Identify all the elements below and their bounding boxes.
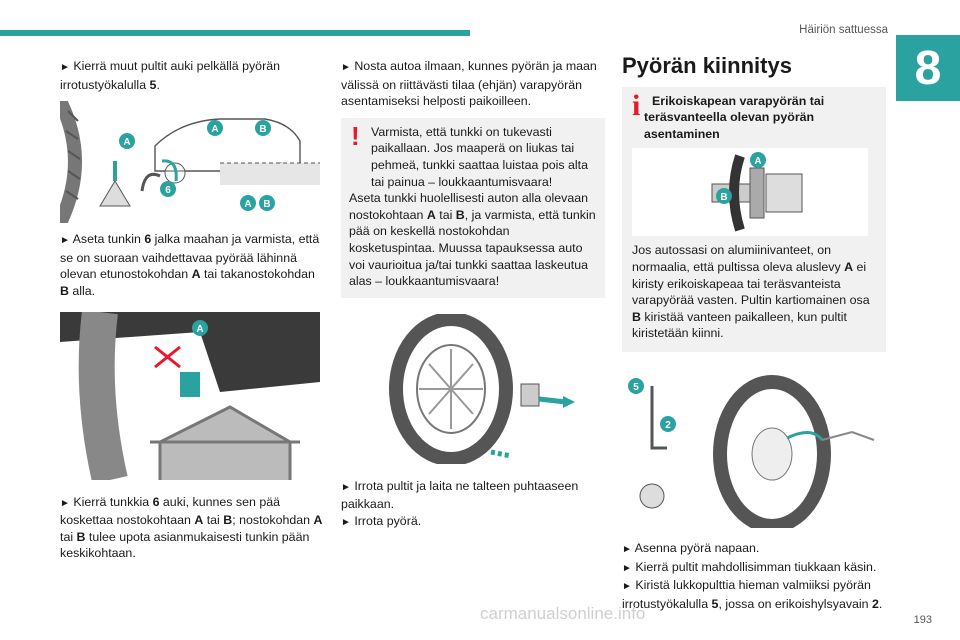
figure-car-jack-points: A A B 6 A B — [60, 101, 320, 224]
figure-bolt-washer: A B — [632, 148, 868, 237]
warning-exclamation-icon: ! — [351, 120, 360, 151]
info-title: Erikoiskapean varapyörän tai teräsvantee… — [644, 93, 825, 141]
instruction-tighten-lock-bolt: ► Kiristä lukkopulttia hieman valmiiksi … — [622, 578, 883, 611]
instruction-position-jack: ► Aseta tunkin 6 jalka maahan ja varmist… — [60, 232, 320, 298]
warning-text-2: Aseta tunkki huolellisesti auton alla ol… — [349, 191, 596, 289]
label-2: 2 — [665, 420, 671, 431]
instruction-remove-wheel: ► Irrota pyörä. — [341, 513, 422, 528]
figure-remove-wheel — [341, 313, 601, 464]
instruction-hand-tighten: ► Kierrä pultit mahdollisimman tiukkaan … — [622, 559, 877, 574]
section-heading: Pyörän kiinnitys — [622, 53, 792, 78]
label-b-sill: B — [263, 199, 270, 210]
label-a-sill: A — [244, 199, 251, 210]
column-1: ► Kierrä muut pultit auki pelkällä pyörä… — [60, 58, 324, 562]
header-accent-bar — [0, 30, 470, 36]
instruction-fit-wheel: ► Asenna pyörä napaan. — [622, 540, 760, 555]
label-a: A — [123, 137, 130, 148]
label-a-car: A — [211, 124, 218, 135]
instruction-remove-bolts: ► Irrota pultit ja laita ne talteen puht… — [341, 478, 579, 512]
label-6: 6 — [165, 185, 171, 196]
label-a-jack: A — [196, 324, 203, 335]
bullet-arrow-icon: ► — [60, 62, 70, 73]
chapter-number-badge: 8 — [896, 35, 960, 101]
label-b: B — [259, 124, 266, 135]
instruction-lift-car: ► Nosta autoa ilmaan, kunnes pyörän ja m… — [341, 59, 597, 109]
figure-fit-spare-wheel: 5 2 — [622, 368, 882, 528]
label-b-cone: B — [720, 192, 727, 203]
label-5: 5 — [633, 382, 639, 393]
instruction-loosen-bolts: ► Kierrä muut pultit auki pelkällä pyörä… — [60, 59, 280, 92]
watermark: carmanualsonline.info — [480, 604, 646, 623]
instruction-extend-jack: ► Kierrä tunkkia 6 auki, kunnes sen pää … — [60, 494, 323, 561]
section-title: Häiriön sattuessa — [799, 24, 888, 36]
info-box: i Erikoiskapean varapyörän tai teräsvant… — [622, 86, 886, 352]
figure-jack-under-sill: A — [60, 311, 320, 480]
column-2: ► Nosta autoa ilmaan, kunnes pyörän ja m… — [341, 58, 605, 532]
column-3: Pyörän kiinnitys i Erikoiskapean varapyö… — [622, 53, 886, 612]
info-icon: i — [632, 88, 641, 122]
page-number: 193 — [913, 614, 932, 626]
warning-box: ! Varmista, että tunkki on tukevasti pai… — [341, 117, 605, 298]
label-a-washer: A — [754, 156, 761, 167]
info-text: Jos autossasi on alumiinivanteet, on nor… — [632, 243, 870, 341]
warning-text-1: Varmista, että tunkki on tukevasti paika… — [371, 124, 588, 189]
